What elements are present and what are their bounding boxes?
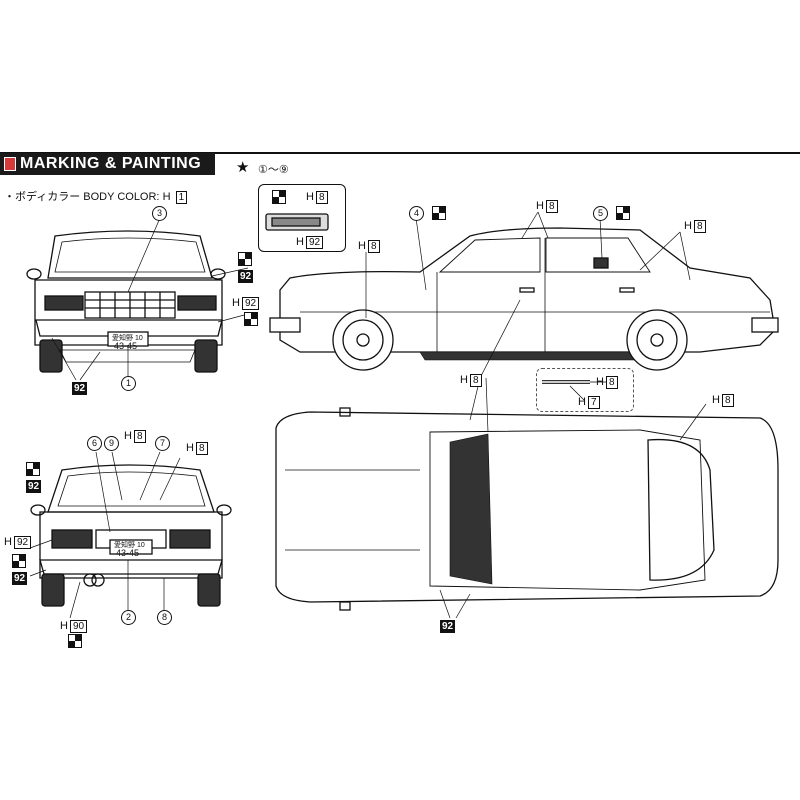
top-view — [275, 407, 779, 611]
callout-9: 9 — [104, 436, 119, 451]
front-view — [26, 230, 226, 373]
decal-tag-92: 92 — [26, 480, 42, 493]
decal-tag-92: 92 — [238, 270, 254, 283]
decal-check-icon — [272, 190, 286, 204]
decal-check-icon — [244, 312, 258, 326]
body-color-num: 1 — [175, 191, 188, 204]
front-plate-num: 43-45 — [114, 341, 138, 351]
section-title: MARKING & PAINTING — [20, 155, 202, 172]
decal-tag-92: 92 — [72, 382, 88, 395]
rear-plate-num: 43-45 — [116, 548, 140, 558]
body-color-code: H — [162, 191, 171, 203]
section-marker-icon — [4, 157, 16, 171]
decal-check-icon — [26, 462, 40, 476]
callout-4: 4 — [409, 206, 424, 221]
front-plate-top: 愛知野 10 — [112, 335, 143, 342]
callout-5: 5 — [593, 206, 608, 221]
side-view — [269, 227, 779, 371]
callout-7: 7 — [155, 436, 170, 451]
decal-tag-92: 92 — [12, 572, 28, 585]
decal-check-icon — [432, 206, 446, 220]
header-rule — [0, 152, 800, 154]
decal-check-icon — [68, 634, 82, 648]
stripe-detail-box — [536, 368, 634, 412]
decal-tag-92: 92 — [440, 620, 456, 633]
callout-3: 3 — [152, 206, 167, 221]
rear-view — [30, 464, 232, 607]
decal-check-icon — [12, 554, 26, 568]
decal-check-icon — [238, 252, 252, 266]
body-color-line: ・ボディカラー BODY COLOR: H 1 — [4, 188, 188, 204]
section-header: MARKING & PAINTING — [0, 153, 215, 175]
callout-8: 8 — [157, 610, 172, 625]
star-icon: ★ — [236, 159, 250, 176]
decal-check-icon — [616, 206, 630, 220]
callout-6: 6 — [87, 436, 102, 451]
callout-1: 1 — [121, 376, 136, 391]
callout-2: 2 — [121, 610, 136, 625]
rear-plate-top: 愛知野 10 — [114, 542, 145, 549]
body-color-label: ・ボディカラー BODY COLOR: — [4, 191, 160, 203]
decal-range: ①〜⑨ — [258, 164, 289, 176]
